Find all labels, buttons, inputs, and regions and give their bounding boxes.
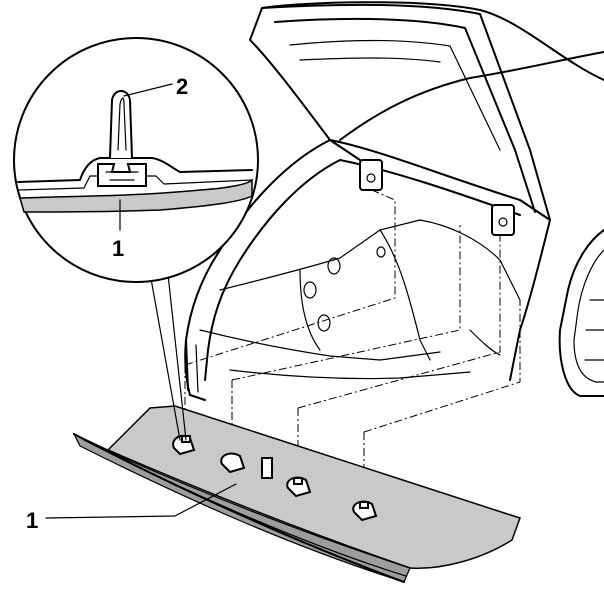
callout-1-main: 1 (26, 508, 38, 533)
detail-view (13, 37, 259, 441)
callout-2: 2 (176, 74, 188, 99)
callout-1-detail: 1 (112, 236, 124, 261)
trim-clip-4 (352, 500, 378, 522)
hinge-right (491, 204, 515, 236)
trim-slot (261, 457, 273, 479)
hinge-left (359, 159, 383, 191)
callout-1-leader (45, 483, 237, 519)
car-body (184, 1, 604, 401)
trim-clip-2 (220, 452, 246, 474)
trunk-trim-panel (72, 405, 521, 583)
trim-clip-1 (172, 434, 196, 456)
detail-clip (97, 90, 147, 187)
trim-clip-3 (286, 476, 312, 498)
open-tailgate (249, 3, 551, 221)
